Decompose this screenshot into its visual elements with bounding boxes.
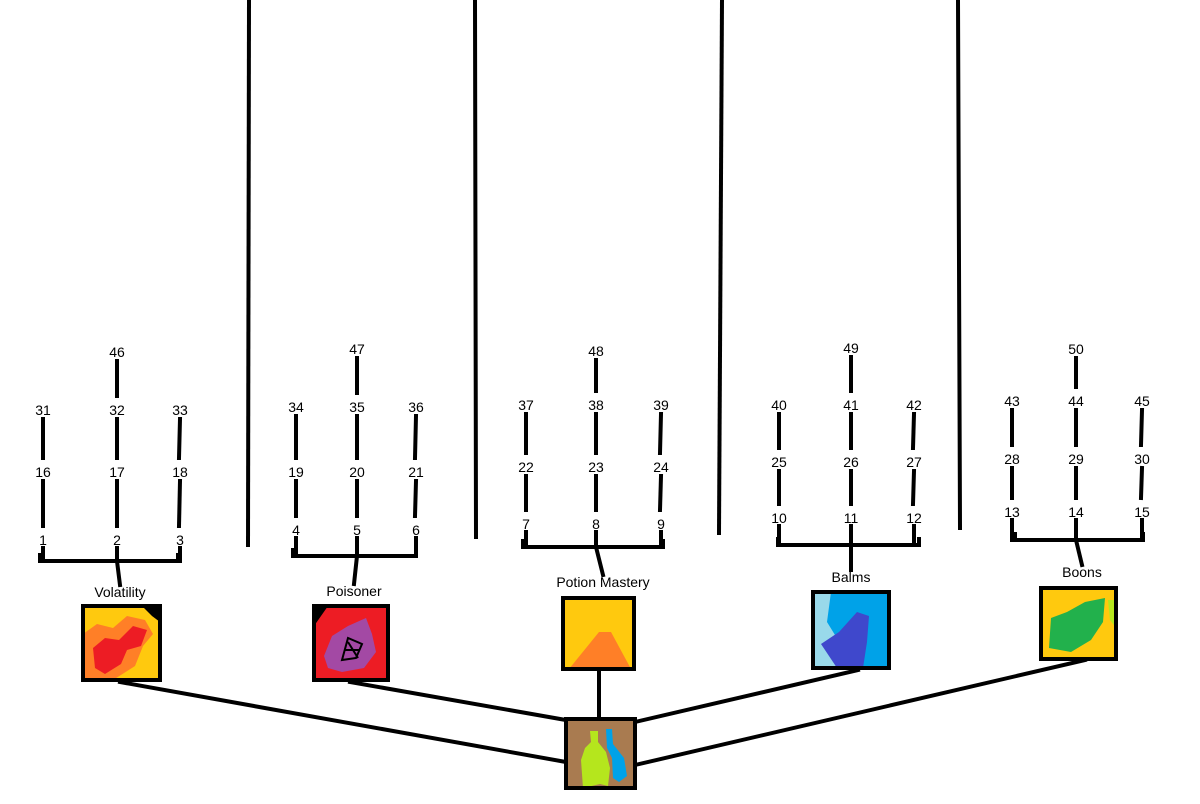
skill-connector bbox=[1138, 407, 1145, 448]
skill-node-14[interactable]: 14 bbox=[1068, 504, 1084, 520]
root-connector bbox=[117, 679, 569, 765]
root-connector bbox=[347, 679, 569, 723]
skill-connector bbox=[657, 411, 664, 456]
skill-node-11[interactable]: 11 bbox=[844, 510, 859, 526]
skill-node-21[interactable]: 21 bbox=[408, 464, 424, 480]
skill-connector bbox=[910, 411, 917, 451]
branch-stem bbox=[1073, 537, 1085, 568]
skill-node-1[interactable]: 1 bbox=[39, 532, 47, 548]
skill-node-42[interactable]: 42 bbox=[906, 397, 922, 413]
skill-node-39[interactable]: 39 bbox=[653, 397, 669, 413]
skill-node-20[interactable]: 20 bbox=[349, 464, 365, 480]
skill-node-32[interactable]: 32 bbox=[109, 402, 125, 418]
root-connector bbox=[632, 667, 861, 725]
skill-connector bbox=[657, 473, 664, 513]
root-connector bbox=[632, 657, 1088, 768]
skill-node-38[interactable]: 38 bbox=[588, 397, 604, 413]
skill-node-15[interactable]: 15 bbox=[1134, 504, 1150, 520]
blue-balm-icon[interactable] bbox=[811, 590, 891, 670]
branch-title: Boons bbox=[1062, 564, 1102, 580]
skill-node-36[interactable]: 36 bbox=[408, 399, 424, 415]
skill-node-34[interactable]: 34 bbox=[288, 399, 304, 415]
skill-node-16[interactable]: 16 bbox=[35, 464, 51, 480]
skill-node-30[interactable]: 30 bbox=[1134, 451, 1150, 467]
skill-node-10[interactable]: 10 bbox=[771, 510, 787, 526]
skill-connector bbox=[1138, 465, 1145, 501]
branch-title: Balms bbox=[832, 569, 871, 585]
skill-node-8[interactable]: 8 bbox=[592, 516, 600, 532]
skill-node-26[interactable]: 26 bbox=[843, 454, 859, 470]
skill-node-2[interactable]: 2 bbox=[113, 532, 121, 548]
skill-node-5[interactable]: 5 bbox=[353, 522, 361, 538]
skill-node-25[interactable]: 25 bbox=[771, 454, 787, 470]
skill-connector bbox=[910, 468, 917, 507]
skill-connector bbox=[176, 478, 183, 529]
skill-node-19[interactable]: 19 bbox=[288, 464, 304, 480]
skill-node-27[interactable]: 27 bbox=[906, 454, 922, 470]
skill-node-40[interactable]: 40 bbox=[771, 397, 787, 413]
fire-splash-icon[interactable] bbox=[81, 604, 162, 682]
skill-node-29[interactable]: 29 bbox=[1068, 451, 1084, 467]
branch-groups: 11631217324631833Volatility4193452035476… bbox=[35, 340, 1150, 682]
skill-node-41[interactable]: 41 bbox=[843, 397, 859, 413]
skill-connector bbox=[412, 413, 419, 461]
column-separators bbox=[245, 0, 963, 548]
branch-title: Poisoner bbox=[326, 583, 382, 599]
skill-node-47[interactable]: 47 bbox=[349, 341, 365, 357]
skill-node-33[interactable]: 33 bbox=[172, 402, 188, 418]
poison-skull-icon[interactable] bbox=[312, 604, 390, 682]
skill-node-31[interactable]: 31 bbox=[35, 402, 51, 418]
branch-stem bbox=[351, 553, 360, 587]
skill-node-46[interactable]: 46 bbox=[109, 344, 125, 360]
green-blob-icon[interactable] bbox=[1039, 586, 1118, 661]
skill-node-6[interactable]: 6 bbox=[412, 522, 420, 538]
orange-peak-icon[interactable] bbox=[561, 596, 636, 671]
root-node[interactable] bbox=[564, 717, 637, 790]
branch-title: Volatility bbox=[94, 584, 145, 600]
separator-line bbox=[245, 0, 252, 548]
separator-line bbox=[955, 0, 963, 531]
separator-line bbox=[472, 0, 479, 540]
branch-stem bbox=[593, 544, 606, 578]
skill-node-35[interactable]: 35 bbox=[349, 399, 365, 415]
skill-node-45[interactable]: 45 bbox=[1134, 393, 1150, 409]
branch-title: Potion Mastery bbox=[556, 574, 649, 590]
skill-node-43[interactable]: 43 bbox=[1004, 393, 1020, 409]
branch-stem bbox=[114, 558, 123, 588]
skill-node-23[interactable]: 23 bbox=[588, 459, 604, 475]
skill-connector bbox=[412, 478, 419, 519]
skill-node-13[interactable]: 13 bbox=[1004, 504, 1020, 520]
skill-node-48[interactable]: 48 bbox=[588, 343, 604, 359]
separator-line bbox=[716, 0, 725, 536]
skill-node-49[interactable]: 49 bbox=[843, 340, 859, 356]
skill-node-44[interactable]: 44 bbox=[1068, 393, 1084, 409]
root-connectors bbox=[117, 657, 1088, 768]
skill-node-9[interactable]: 9 bbox=[657, 516, 665, 532]
skill-node-17[interactable]: 17 bbox=[109, 464, 125, 480]
potion-bottles-icon bbox=[564, 717, 637, 790]
skill-node-7[interactable]: 7 bbox=[522, 516, 530, 532]
skill-node-28[interactable]: 28 bbox=[1004, 451, 1020, 467]
skill-connector bbox=[176, 416, 183, 461]
skill-node-22[interactable]: 22 bbox=[518, 459, 534, 475]
skill-node-12[interactable]: 12 bbox=[906, 510, 922, 526]
skill-node-18[interactable]: 18 bbox=[172, 464, 188, 480]
skill-node-37[interactable]: 37 bbox=[518, 397, 534, 413]
skill-node-24[interactable]: 24 bbox=[653, 459, 669, 475]
skill-node-4[interactable]: 4 bbox=[292, 522, 300, 538]
skill-node-50[interactable]: 50 bbox=[1068, 341, 1084, 357]
skill-node-3[interactable]: 3 bbox=[176, 532, 184, 548]
